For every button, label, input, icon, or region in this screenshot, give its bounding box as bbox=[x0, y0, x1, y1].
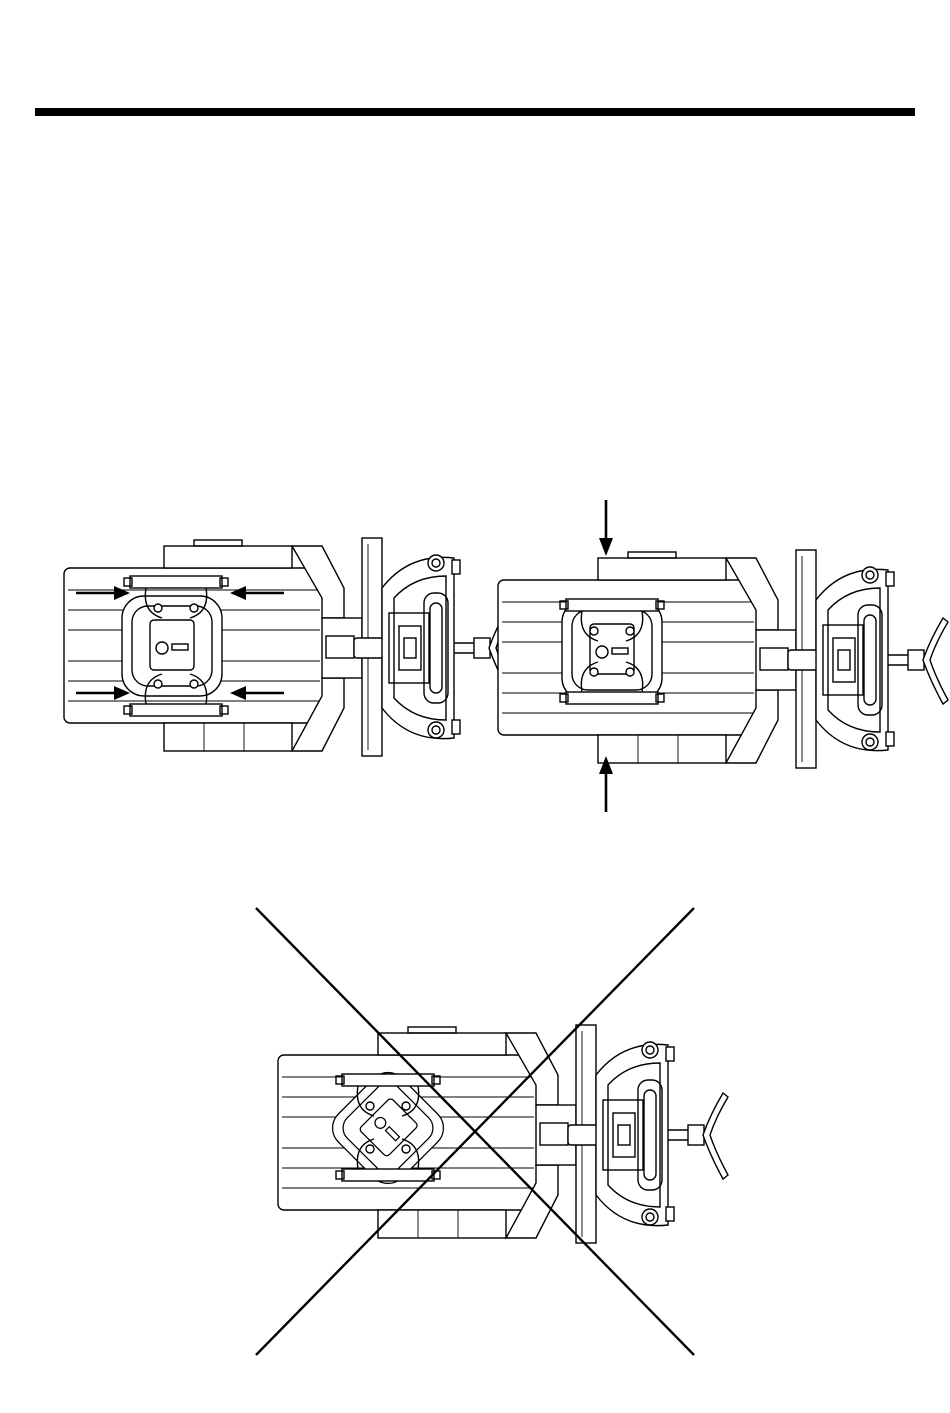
arrow-up-icon bbox=[599, 756, 613, 812]
figure-incorrect-rotated bbox=[256, 908, 728, 1355]
arrow-down-icon bbox=[599, 500, 613, 556]
figure-horizontal-clamping bbox=[64, 538, 514, 756]
figure-vertical-clamping bbox=[498, 500, 948, 812]
